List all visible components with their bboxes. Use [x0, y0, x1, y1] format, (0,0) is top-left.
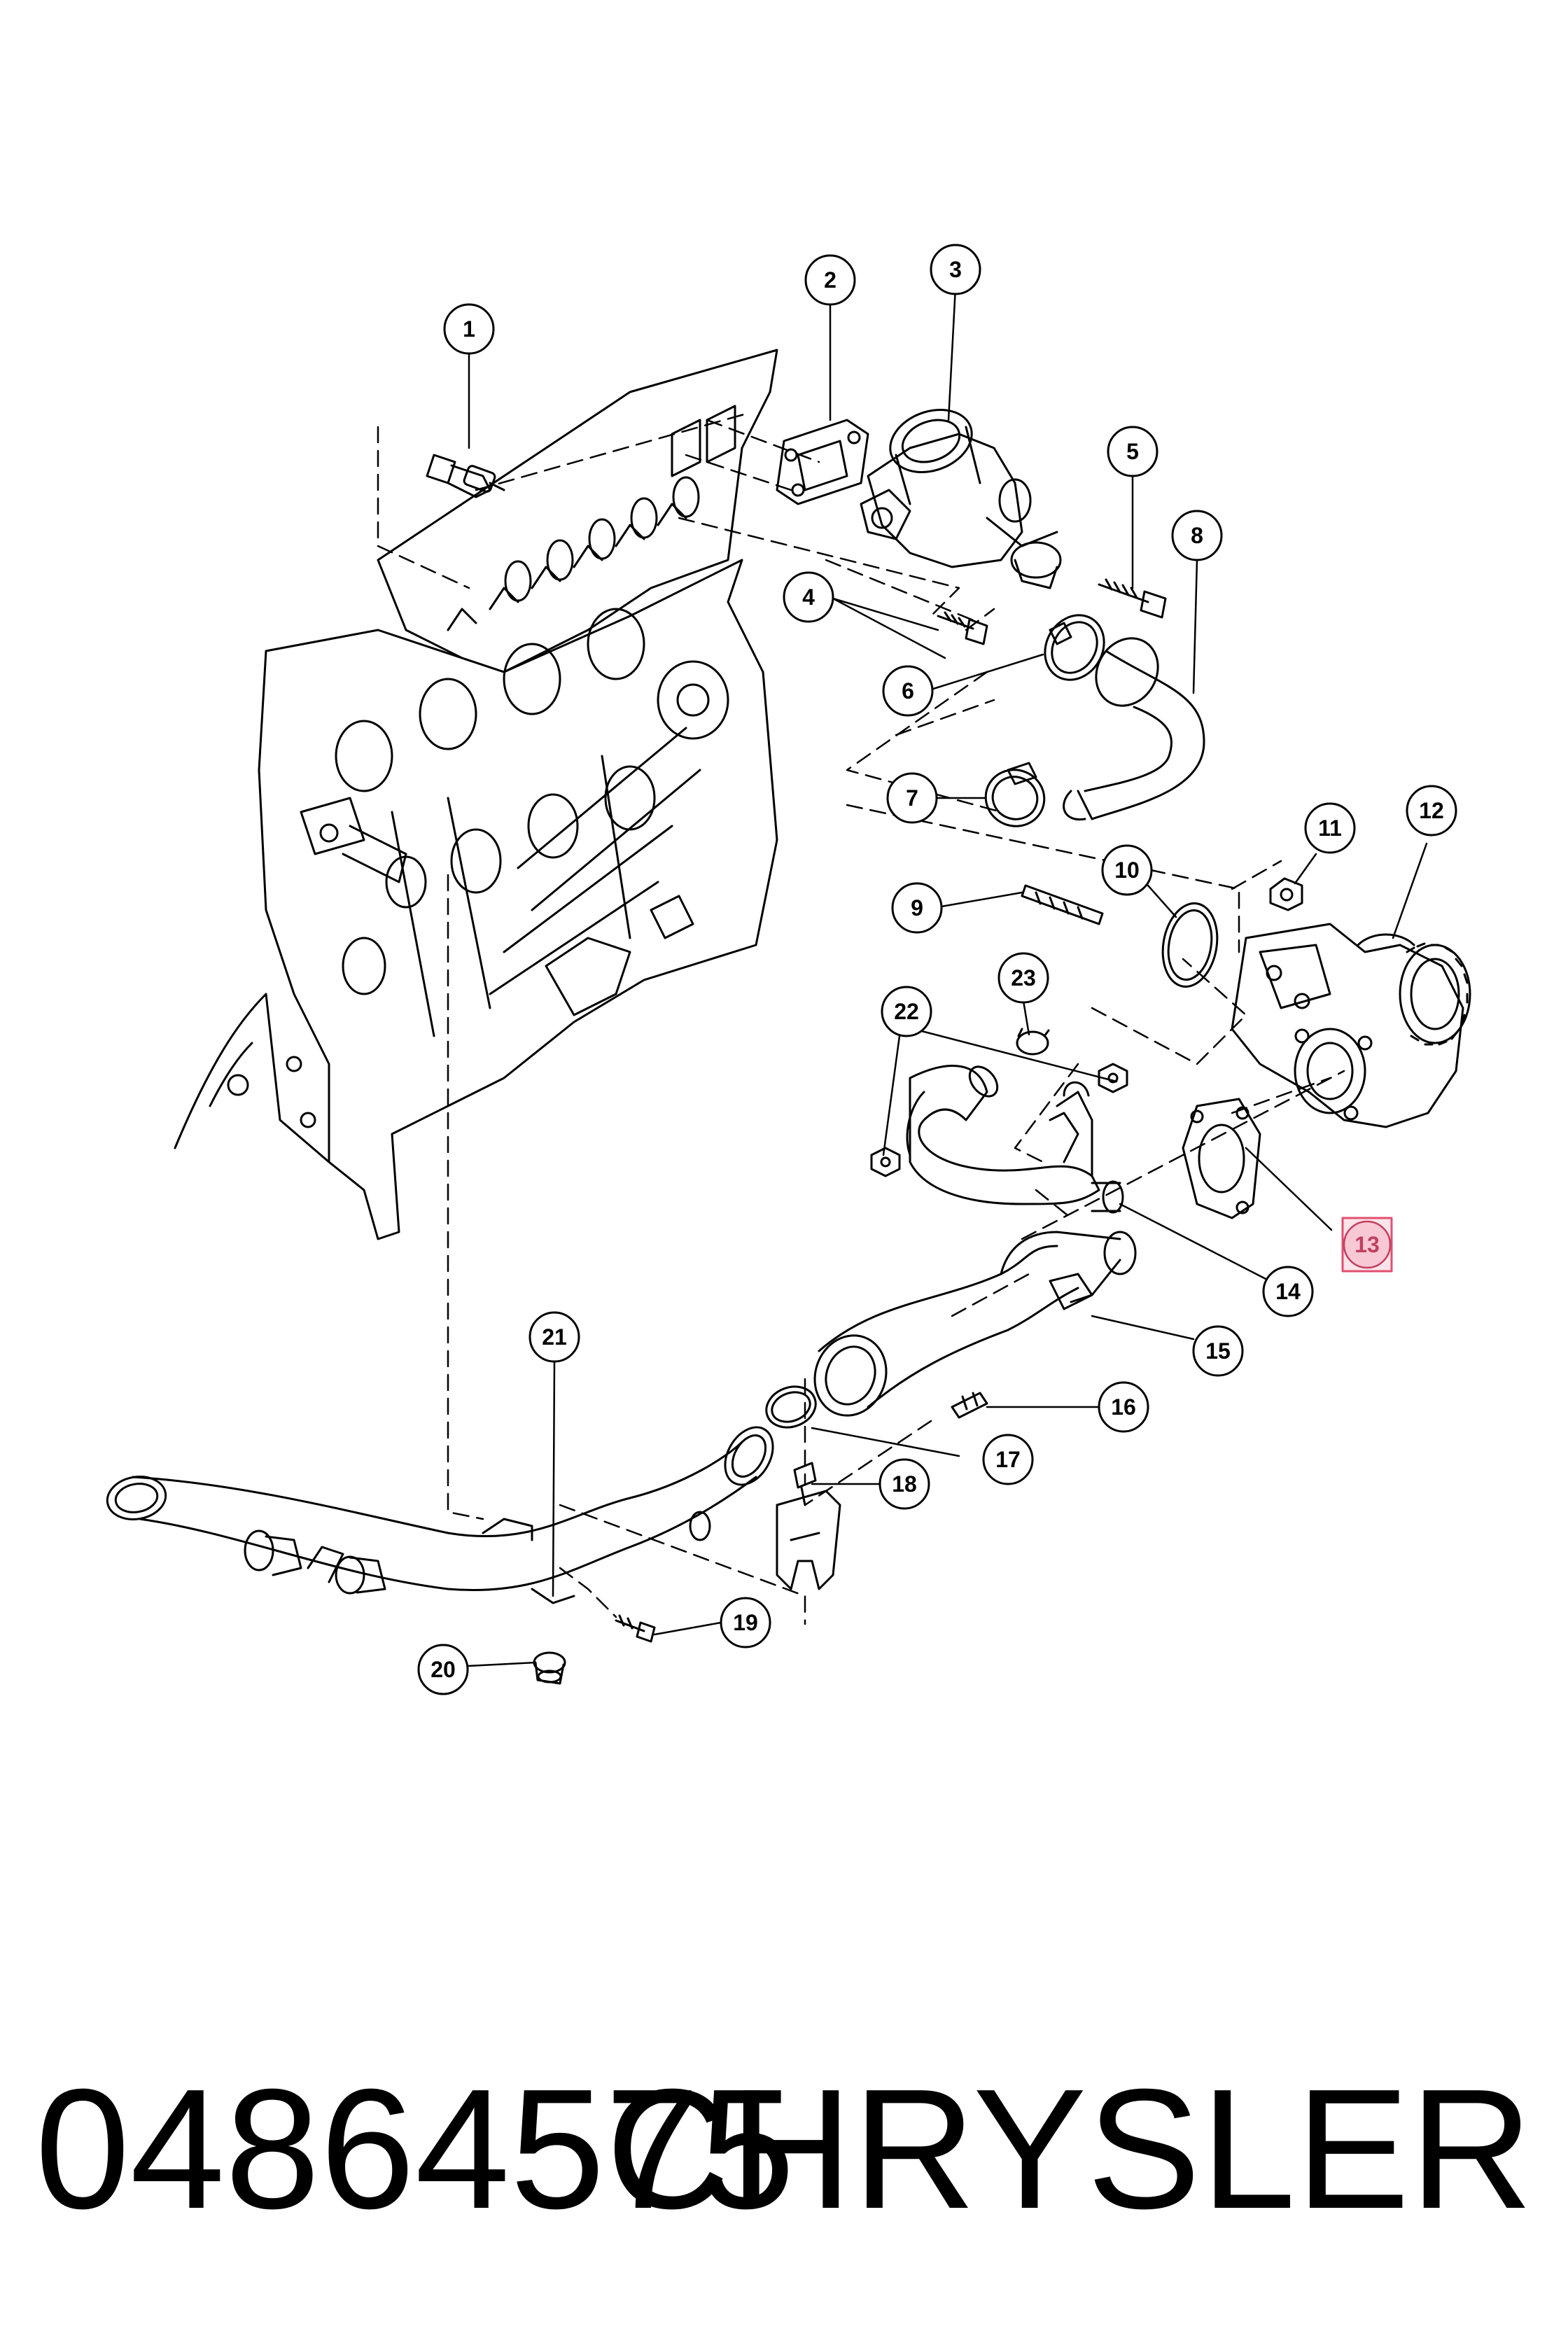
callout-leaders [466, 286, 1428, 1667]
callout-11: 11 [1318, 816, 1342, 841]
bolt-5 [1098, 578, 1167, 619]
callout-20: 20 [430, 1657, 456, 1682]
callout-8: 8 [1191, 523, 1203, 548]
callout-5: 5 [1126, 439, 1139, 464]
callout-4: 4 [802, 584, 815, 610]
water-pump [1231, 923, 1471, 1128]
callout-circles [417, 244, 1457, 1695]
bolt-16 [951, 1392, 988, 1419]
callout-21: 21 [542, 1324, 567, 1350]
callout-9: 9 [911, 895, 923, 920]
callout-7: 7 [906, 785, 918, 811]
part-footer: 04864575 CHRYSLER [35, 2016, 1533, 2282]
bolt-4 [937, 611, 988, 645]
o-ring-17 [765, 1385, 817, 1429]
nut-22-a [870, 1147, 901, 1177]
bolt-19 [615, 1614, 656, 1643]
part-number: 04864575 [35, 2053, 795, 2244]
brand-name: CHRYSLER [606, 2053, 1533, 2244]
exploded-parts-diagram: 1 2 3 4 5 6 7 8 9 10 11 12 13 14 15 16 1… [106, 244, 1471, 1695]
nut-11 [1269, 877, 1303, 911]
upper-coolant-hose [1063, 637, 1205, 821]
callout-14: 14 [1275, 1279, 1301, 1304]
callout-17: 17 [995, 1447, 1021, 1472]
callout-10: 10 [1114, 858, 1140, 883]
hose-clamp-6 [1044, 614, 1105, 681]
callout-19: 19 [733, 1610, 758, 1635]
bracket [776, 1490, 841, 1590]
callout-3: 3 [949, 257, 962, 282]
callout-23: 23 [1011, 965, 1036, 990]
callout-22: 22 [894, 999, 919, 1024]
alignment-pin [1021, 884, 1104, 925]
callout-12: 12 [1419, 798, 1444, 823]
callout-16: 16 [1111, 1394, 1136, 1420]
nut-20 [533, 1651, 566, 1685]
lower-coolant-hose [813, 1231, 1137, 1417]
coolant-pipe [106, 1426, 774, 1604]
o-ring-10 [1161, 902, 1219, 988]
clip-23 [1016, 1028, 1050, 1056]
thermostat-housing [860, 409, 1062, 589]
hose-clamp-7 [984, 762, 1046, 827]
callout-1: 1 [463, 316, 475, 342]
bypass-tube [906, 1065, 1124, 1214]
callout-labels: 1 2 3 4 5 6 7 8 9 10 11 12 13 14 15 16 1… [430, 257, 1444, 1682]
callout-6: 6 [902, 678, 914, 704]
bolt-18 [793, 1462, 817, 1506]
engine-block [174, 349, 778, 1240]
callout-13: 13 [1354, 1232, 1380, 1257]
water-pump-gasket [1182, 1098, 1261, 1219]
assembly-leader-lines [377, 412, 1345, 1625]
coolant-sensor [426, 454, 505, 498]
callout-15: 15 [1205, 1338, 1231, 1364]
nut-22-b [1098, 1063, 1128, 1093]
thermostat-gasket [776, 419, 869, 505]
callout-2: 2 [824, 267, 836, 293]
callout-18: 18 [892, 1471, 917, 1497]
